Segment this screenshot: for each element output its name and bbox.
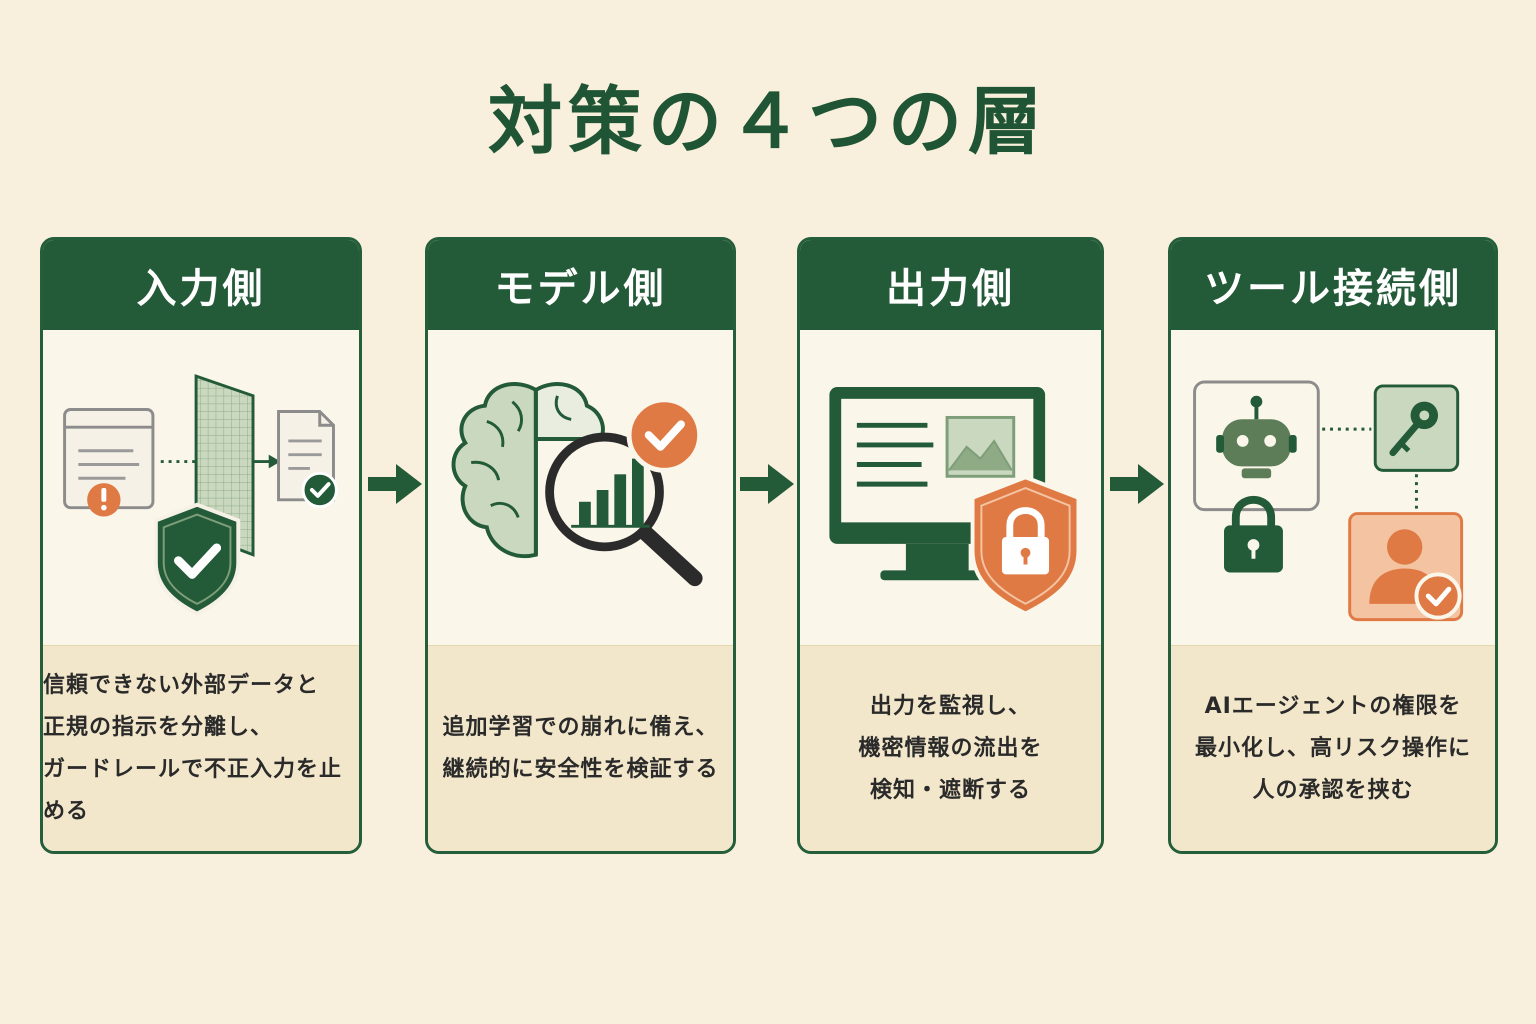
model-side-illustration [451,382,703,587]
card-heading: ツール接続側 [1171,240,1495,330]
card-heading: 出力側 [800,240,1101,330]
card-description: 追加学習での崩れに備え、 継続的に安全性を検証する [442,714,719,782]
arrow-right-icon [740,464,794,504]
card-heading: モデル側 [428,240,733,330]
card-output-side: 出力側 [797,237,1104,854]
card-input-side: 入力側 [40,237,362,854]
shield-check-icon [153,502,241,616]
page-title: 対策の４つの層 [488,79,1048,165]
card-description: 出力を監視し、 機密情報の流出を 検知・遮断する [858,693,1043,803]
card-model-side: モデル側 [425,237,736,854]
arrow-right-icon [1110,464,1164,504]
browser-window-icon [63,408,155,510]
card-heading: 入力側 [43,240,359,330]
shield-lock-icon [970,475,1081,616]
key-icon [1373,384,1460,472]
warning-icon [87,483,121,517]
document-icon [277,410,338,509]
card-tool-connection-side: ツール接続側 [1168,237,1498,854]
lock-icon [1224,495,1283,573]
check-badge-icon [626,397,703,473]
arrow-right-icon [368,464,422,504]
output-side-illustration [829,387,1081,616]
card-description: AIエージェントの権限を 最小化し、高リスク操作に 人の承認を挟む [1194,693,1471,803]
tool-side-illustration [1193,380,1464,622]
input-side-illustration [63,374,338,616]
robot-icon [1193,380,1320,512]
card-description: 信頼できない外部データと 正規の指示を分離し、 ガードレールで不正入力を止める [43,672,343,824]
bar-chart-icon [571,458,650,528]
user-approval-icon [1348,512,1464,622]
